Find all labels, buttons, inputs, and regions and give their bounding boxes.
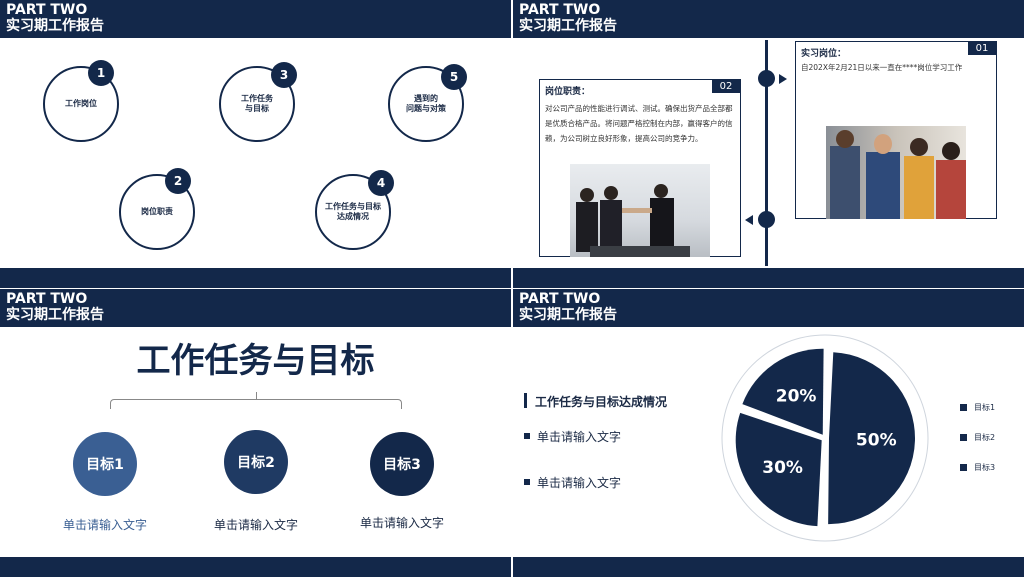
pie-slice-目标1 — [828, 352, 915, 525]
goal-text-2[interactable]: 单击请输入文字 — [213, 518, 298, 532]
bullet-text-2[interactable]: 单击请输入文字 — [537, 476, 622, 490]
menu-number-badge: 4 — [368, 170, 394, 196]
pie-slice-label: 20% — [776, 387, 817, 407]
legend-item-3: 目标3 — [960, 462, 995, 473]
legend-item-2: 目标2 — [960, 432, 995, 443]
menu-label: 工作任务与目标 达成情况 — [325, 202, 381, 221]
header-part: PART TWO — [519, 2, 601, 18]
header-title: 实习期工作报告 — [519, 307, 617, 323]
legend-item-1: 目标1 — [960, 402, 995, 413]
menu-label: 遇到的 问题与对策 — [406, 94, 446, 113]
card-text: 自202X年2月21日以来一直在****岗位学习工作 — [801, 63, 963, 72]
menu-label: 工作岗位 — [65, 99, 97, 108]
timeline-dot-bottom — [758, 211, 775, 228]
pie-slice-目标2 — [735, 412, 822, 527]
legend-label: 目标2 — [974, 433, 996, 442]
slide-1: PART TWO 实习期工作报告 工作岗位 1 工作任务 与目标 3 遇到的 问… — [0, 0, 511, 288]
slide-4: PART TWO 实习期工作报告 工作任务与目标达成情况 单击请输入文字 单击请… — [513, 289, 1024, 577]
goal-circle-1[interactable]: 目标1 — [73, 432, 137, 496]
slide-2: PART TWO 实习期工作报告 02 岗位职责： 对公司产品的性能进行调试、测… — [513, 0, 1024, 288]
header-title: 实习期工作报告 — [6, 307, 104, 323]
slide-header: PART TWO 实习期工作报告 — [513, 289, 1024, 327]
arrow-right-icon — [779, 74, 787, 84]
legend-label: 目标3 — [974, 463, 996, 472]
slide-header: PART TWO 实习期工作报告 — [0, 0, 511, 38]
bullet-square — [524, 479, 530, 485]
slide-header: PART TWO 实习期工作报告 — [513, 0, 1024, 38]
menu-number-badge: 5 — [441, 64, 467, 90]
goal-text-3[interactable]: 单击请输入文字 — [359, 516, 444, 530]
slide-title: 工作任务与目标 — [136, 341, 375, 381]
menu-label: 岗位职责 — [141, 207, 173, 216]
slide-footer — [0, 557, 511, 577]
card-title: 岗位职责： — [545, 87, 591, 97]
header-part: PART TWO — [6, 291, 88, 307]
card-number-tag: 02 — [712, 80, 740, 93]
section-heading: 工作任务与目标达成情况 — [535, 395, 668, 409]
menu-number-badge: 2 — [165, 168, 191, 194]
pie-chart: 50% 30% 20% — [721, 334, 929, 542]
timeline-line — [765, 40, 768, 266]
goal-circle-3[interactable]: 目标3 — [370, 432, 434, 496]
pie-slice-目标3 — [742, 348, 824, 435]
menu-number-badge: 3 — [271, 62, 297, 88]
slide-footer — [513, 268, 1024, 288]
bullet-text-1[interactable]: 单击请输入文字 — [537, 430, 622, 444]
card-text: 对公司产品的性能进行调试、测试。确保出货产品全部都是优质合格产品。将问题严格控制… — [545, 104, 733, 143]
slide-footer — [513, 557, 1024, 577]
header-title: 实习期工作报告 — [519, 18, 617, 34]
duty-card: 02 岗位职责： 对公司产品的性能进行调试、测试。确保出货产品全部都是优质合格产… — [539, 79, 741, 257]
brace-tip — [256, 392, 257, 400]
pie-slice-label: 50% — [856, 431, 897, 451]
header-part: PART TWO — [6, 2, 88, 18]
bullet-square — [524, 433, 530, 439]
legend-swatch — [960, 434, 967, 441]
menu-label: 工作任务 与目标 — [241, 94, 273, 113]
header-title: 实习期工作报告 — [6, 18, 104, 34]
card-title: 实习岗位： — [801, 49, 847, 59]
business-handshake-photo — [570, 164, 710, 257]
timeline-dot-top — [758, 70, 775, 87]
arrow-left-icon — [745, 215, 753, 225]
team-cheering-photo — [826, 126, 966, 219]
heading-bar — [524, 393, 527, 408]
slide-header: PART TWO 实习期工作报告 — [0, 289, 511, 327]
menu-number-badge: 1 — [88, 60, 114, 86]
legend-swatch — [960, 464, 967, 471]
slide-footer — [0, 268, 511, 288]
slide-3: PART TWO 实习期工作报告 工作任务与目标 目标1 目标2 目标3 单击请… — [0, 289, 511, 577]
position-card: 01 实习岗位： 自202X年2月21日以来一直在****岗位学习工作 — [795, 41, 997, 219]
pie-slice-label: 30% — [762, 458, 803, 478]
header-part: PART TWO — [519, 291, 601, 307]
legend-label: 目标1 — [974, 403, 996, 412]
brace-connector — [110, 399, 402, 409]
legend-swatch — [960, 404, 967, 411]
card-number-tag: 01 — [968, 42, 996, 55]
goal-circle-2[interactable]: 目标2 — [224, 430, 288, 494]
goal-text-1[interactable]: 单击请输入文字 — [62, 518, 147, 532]
